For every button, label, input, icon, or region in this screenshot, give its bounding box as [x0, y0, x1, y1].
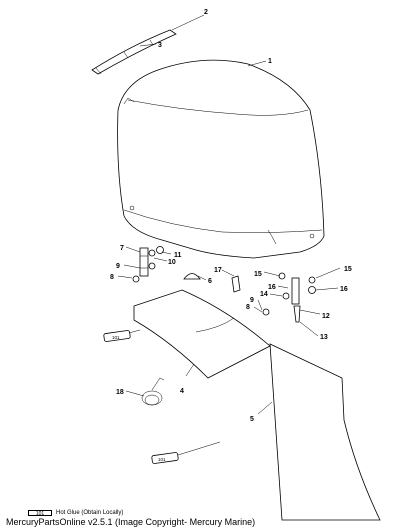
part-top-cowl — [117, 59, 325, 259]
callout-14: 14 — [260, 291, 268, 298]
glue-tube-lower — [151, 441, 221, 464]
callout-5: 5 — [250, 416, 254, 423]
image-caption: MercuryPartsOnline v2.5.1 (Image Copyrig… — [6, 517, 256, 527]
legend: 101 Hot Glue (Obtain Locally) — [28, 510, 124, 517]
callout-3: 3 — [158, 42, 162, 49]
callout-10: 10 — [168, 259, 176, 266]
callout-18: 18 — [116, 389, 124, 396]
part-wire-harness — [141, 377, 165, 406]
callout-8-right: 8 — [246, 304, 250, 311]
callout-15-right: 15 — [344, 266, 352, 273]
tube-label-upper: 101 — [112, 335, 120, 340]
callout-2: 2 — [204, 9, 208, 16]
legend-text: Hot Glue (Obtain Locally) — [56, 510, 124, 516]
glue-tube-upper — [103, 329, 141, 342]
callout-17: 17 — [214, 267, 222, 274]
right-bracket-assembly — [262, 272, 316, 323]
callout-6: 6 — [208, 278, 212, 285]
left-bracket-assembly — [132, 246, 164, 283]
part-trim-strip — [91, 29, 177, 75]
callout-9-left: 9 — [116, 263, 120, 270]
callout-12: 12 — [322, 313, 330, 320]
callout-4: 4 — [180, 388, 184, 395]
legend-tube-icon: 101 — [28, 510, 52, 517]
callout-16-right: 16 — [340, 286, 348, 293]
callout-1: 1 — [268, 58, 272, 65]
callout-9-right: 9 — [250, 297, 254, 304]
callout-11: 11 — [174, 252, 182, 259]
leader-lines — [117, 14, 341, 415]
part-latch — [231, 275, 241, 293]
callout-13: 13 — [320, 334, 328, 341]
callout-8-left: 8 — [110, 274, 114, 281]
part-side-panel — [269, 343, 381, 521]
part-grommet — [183, 273, 201, 280]
callout-16-left: 16 — [268, 284, 276, 291]
callout-7: 7 — [120, 245, 124, 252]
tube-label-lower: 101 — [158, 457, 166, 462]
callout-15-left: 15 — [254, 271, 262, 278]
